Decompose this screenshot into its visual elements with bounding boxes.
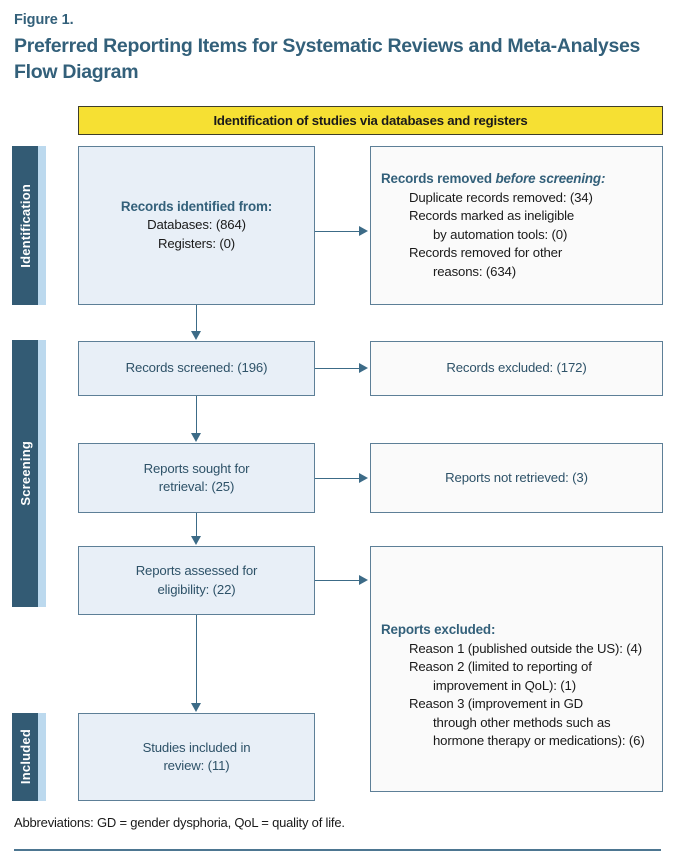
connector-sought-to-not-retrieved (315, 478, 359, 480)
box-reports-not-retrieved-label: Reports not retrieved: (3) (445, 469, 588, 485)
connector-assessed-to-excluded (315, 580, 359, 582)
box-reports-assessed-line-1: Reports assessed for (135, 563, 258, 578)
page-title: Preferred Reporting Items for Systematic… (14, 35, 641, 83)
box-records-identified-heading: Records identified from: (120, 198, 273, 214)
box-records-identified-line-2: Registers: (0) (157, 235, 236, 251)
box-records-removed-line-2: Records marked as ineligible (409, 208, 575, 223)
stage-strip-included (38, 713, 46, 801)
box-reports-excluded-line-1: Reason 1 (published outside the US): (4) (409, 640, 642, 656)
box-reports-excluded-line-4: Reason 3 (improvement in GD (409, 696, 584, 711)
arrowhead-screened-to-excluded (359, 363, 368, 373)
identification-banner-label: Identification of studies via databases … (213, 113, 528, 128)
box-records-excluded-label: Records excluded: (172) (446, 360, 587, 376)
stage-bar-screening: Screening (12, 340, 38, 607)
box-reports-excluded-heading: Reports excluded: (381, 622, 496, 637)
arrowhead-identified-to-screened (191, 331, 201, 340)
stage-strip-identification (38, 146, 46, 305)
connector-screened-to-sought (196, 396, 198, 434)
box-records-identified-line-1: Databases: (864) (147, 217, 246, 233)
box-reports-assessed: Reports assessed for eligibility: (22) (78, 546, 315, 615)
box-records-screened-label: Records screened: (196) (125, 360, 268, 376)
box-reports-excluded-line-6: hormone therapy or medications): (6) (433, 733, 645, 748)
box-reports-excluded-line-2: Reason 2 (limited to reporting of (409, 659, 592, 674)
identification-banner: Identification of studies via databases … (78, 106, 663, 135)
box-reports-not-retrieved: Reports not retrieved: (3) (370, 443, 663, 513)
stage-label-screening: Screening (17, 441, 33, 506)
connector-sought-to-assessed (196, 513, 198, 537)
arrowhead-sought-to-assessed (191, 536, 201, 545)
box-reports-excluded-line-5: through other methods such as (433, 714, 611, 730)
arrowhead-assessed-to-excluded (359, 575, 368, 585)
box-studies-included-line-1: Studies included in (142, 739, 251, 755)
connector-screened-to-excluded (315, 368, 359, 370)
box-records-removed-line-1: Duplicate records removed: (34) (409, 189, 593, 205)
box-records-screened: Records screened: (196) (78, 341, 315, 396)
box-reports-excluded-line-3: improvement in QoL): (1) (433, 677, 576, 693)
stage-label-identification: Identification (17, 183, 33, 268)
stage-label-included: Included (17, 729, 33, 785)
box-records-removed-line-3: by automation tools: (0) (433, 226, 568, 242)
box-records-excluded: Records excluded: (172) (370, 341, 663, 396)
box-records-removed: Records removed before screening: Duplic… (370, 146, 663, 305)
stage-strip-screening (38, 340, 46, 607)
box-records-removed-heading-plain: Records removed (381, 171, 496, 186)
abbreviations-note: Abbreviations: GD = gender dysphoria, Qo… (14, 815, 345, 830)
connector-identified-to-removed (315, 231, 359, 233)
stage-bar-identification: Identification (12, 146, 38, 305)
arrowhead-screened-to-sought (191, 433, 201, 442)
box-records-removed-line-4: Records removed for other (409, 245, 563, 260)
box-reports-sought: Reports sought for retrieval: (25) (78, 443, 315, 513)
box-reports-sought-line-1: Reports sought for (143, 460, 250, 476)
box-records-removed-line-5: reasons: (634) (433, 263, 516, 279)
arrowhead-sought-to-not-retrieved (359, 473, 368, 483)
box-studies-included-line-2: review: (11) (163, 758, 230, 773)
box-reports-sought-line-2: retrieval: (25) (158, 479, 235, 494)
box-records-removed-heading-italic: before screening: (495, 171, 606, 186)
box-records-identified: Records identified from: Databases: (864… (78, 146, 315, 305)
footer-divider (14, 849, 661, 851)
box-records-removed-heading: Records removed before screening: (381, 170, 605, 189)
box-studies-included: Studies included in review: (11) (78, 713, 315, 801)
box-reports-assessed-line-2: eligibility: (22) (157, 581, 236, 597)
box-reports-excluded-detail: Reports excluded: Reason 1 (published ou… (370, 546, 663, 792)
connector-identified-to-screened (196, 305, 198, 332)
arrowhead-identified-to-removed (359, 226, 368, 236)
arrowhead-assessed-to-included (191, 703, 201, 712)
figure-label: Figure 1. (14, 12, 74, 28)
connector-assessed-to-included (196, 615, 198, 704)
stage-bar-included: Included (12, 713, 38, 801)
